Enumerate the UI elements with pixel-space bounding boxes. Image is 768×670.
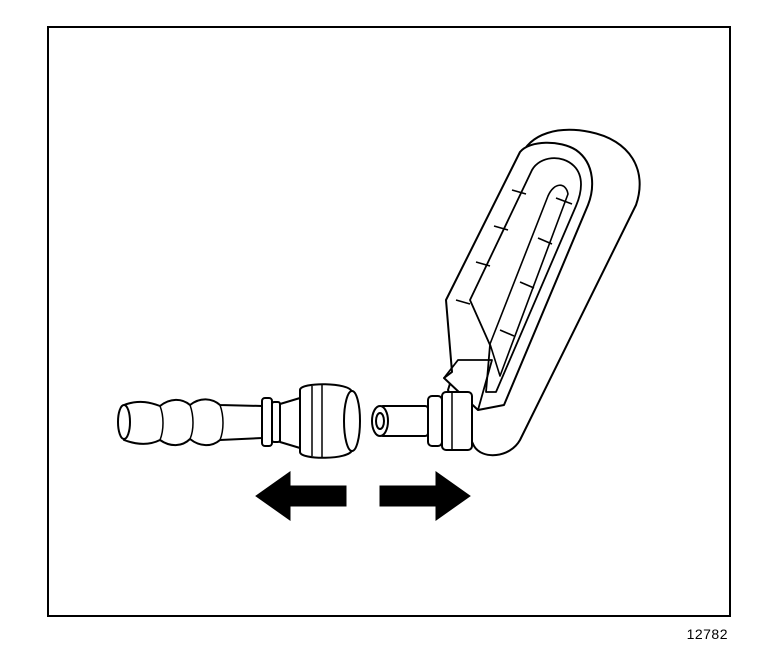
collar-ring: [261, 397, 273, 447]
fuel-line-left: [117, 383, 361, 459]
figure-frame: [47, 26, 731, 617]
tool-collar: [427, 395, 443, 447]
hose-end: [117, 404, 131, 440]
arrow-right-icon: [379, 471, 471, 521]
figure-number: 12782: [686, 626, 728, 642]
release-tool-right: [371, 128, 641, 457]
direction-arrows: [255, 471, 471, 521]
arrow-left-icon: [255, 471, 347, 521]
